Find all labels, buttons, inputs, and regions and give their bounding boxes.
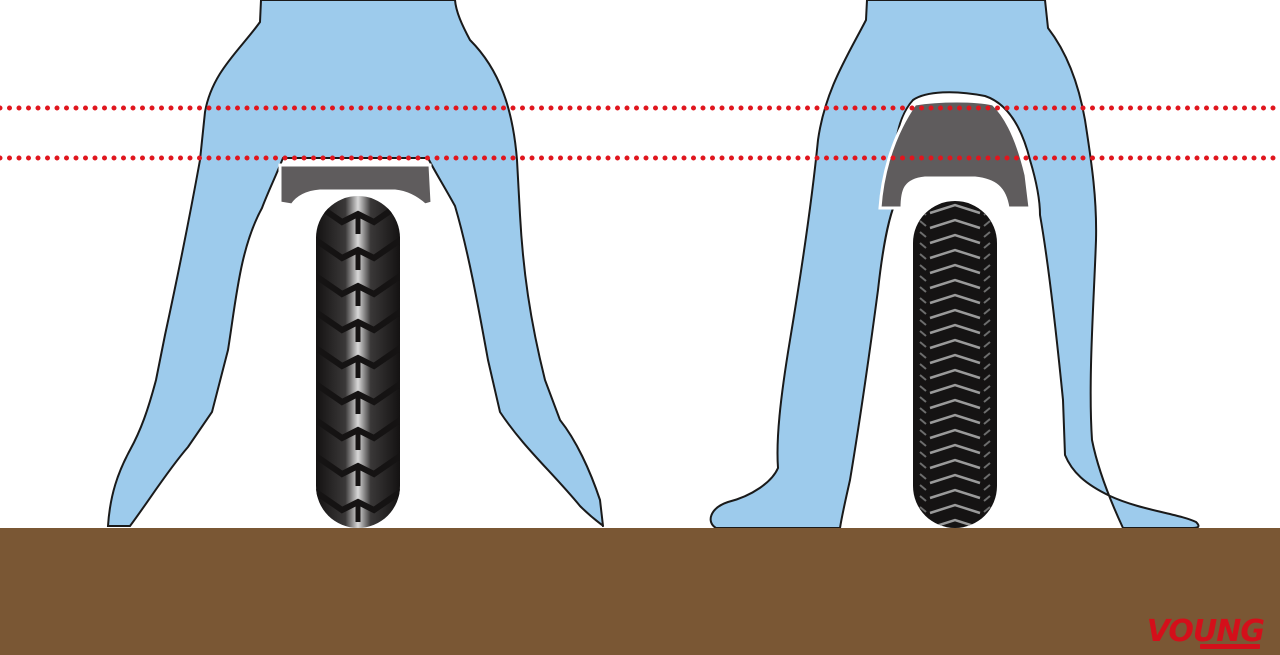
tread-sipe (919, 473, 927, 480)
tread-sipe (919, 297, 927, 304)
tread-chevron (929, 353, 981, 365)
tread-sipe (919, 407, 927, 414)
tread-sipe (983, 220, 991, 227)
tread-sipe (983, 275, 991, 282)
tread-sipe (919, 451, 927, 458)
tread-sipe (983, 319, 991, 326)
tread-sipe (919, 308, 927, 315)
tread-chevron (929, 278, 981, 290)
tread-sipe (983, 495, 991, 502)
tread-sipe (983, 352, 991, 359)
tread-sipe (919, 341, 927, 348)
tread-sipe (983, 330, 991, 337)
tread-sipe (919, 462, 927, 469)
tread-sipe (919, 231, 927, 238)
tread-sipe (983, 297, 991, 304)
tread-sipe (983, 209, 991, 216)
tread-sipe (919, 319, 927, 326)
tread-sipe (983, 341, 991, 348)
tread-chevron (929, 203, 981, 215)
left-tire-tread (316, 197, 400, 528)
tread-sipe (983, 473, 991, 480)
tread-sipe (983, 385, 991, 392)
tread-sipe (919, 286, 927, 293)
tread-sipe (919, 264, 927, 271)
tread-sipe (919, 484, 927, 491)
right-tire-tread (919, 203, 991, 528)
right-seat (878, 99, 1032, 210)
tread-chevron (929, 308, 981, 320)
young-machine-logo: VOUNG (1146, 614, 1265, 649)
tread-sipe (983, 242, 991, 249)
tread-chevron (929, 413, 981, 425)
tread-sipe (983, 374, 991, 381)
tread-sipe (983, 462, 991, 469)
tread-sipe (983, 396, 991, 403)
right-rider-legs (709, 0, 1200, 529)
tread-sipe (983, 308, 991, 315)
tread-sipe (983, 231, 991, 238)
left-rider-legs (106, 0, 605, 528)
tread-sipe (919, 220, 927, 227)
tread-sipe (983, 517, 991, 524)
tread-chevron (929, 263, 981, 275)
tread-sipe (919, 506, 927, 513)
tread-sipe (919, 418, 927, 425)
right-tire-body (913, 201, 997, 528)
tread-sipe (919, 352, 927, 359)
tread-sipe (919, 374, 927, 381)
tread-chevron (929, 338, 981, 350)
tread-sipe (983, 440, 991, 447)
tread-sipe (919, 209, 927, 216)
tread-sipe (919, 363, 927, 370)
tread-chevron (929, 383, 981, 395)
tread-sipe (919, 253, 927, 260)
right-tire (913, 201, 997, 528)
right-rider (709, 0, 1200, 529)
tread-sipe (919, 330, 927, 337)
left-tire (316, 196, 400, 528)
left-rider (106, 0, 605, 528)
tread-sipe (983, 418, 991, 425)
tread-sipe (983, 286, 991, 293)
tread-chevron (929, 248, 981, 260)
logo-underline (1200, 644, 1260, 649)
tread-sipe (983, 451, 991, 458)
tread-sipe (919, 495, 927, 502)
tread-sipe (983, 506, 991, 513)
left-seat (278, 163, 434, 207)
tread-chevron (929, 398, 981, 410)
tread-sipe (919, 396, 927, 403)
tread-chevron (929, 233, 981, 245)
ground (0, 528, 1280, 655)
tread-sipe (919, 440, 927, 447)
tread-chevron (929, 218, 981, 230)
tread-chevron (929, 323, 981, 335)
tread-sipe (983, 407, 991, 414)
tread-sipe (919, 275, 927, 282)
tread-sipe (983, 253, 991, 260)
tread-sipe (919, 242, 927, 249)
tread-chevron (929, 443, 981, 455)
tread-chevron (929, 488, 981, 500)
tread-sipe (919, 517, 927, 524)
tread-sipe (919, 429, 927, 436)
tread-chevron (929, 428, 981, 440)
tread-chevron (929, 458, 981, 470)
tread-chevron (929, 503, 981, 515)
tread-sipe (983, 264, 991, 271)
tread-sipe (983, 484, 991, 491)
tread-chevron (929, 473, 981, 485)
tread-sipe (983, 429, 991, 436)
tread-chevron (929, 368, 981, 380)
tread-sipe (983, 363, 991, 370)
tread-chevron (929, 293, 981, 305)
tread-sipe (919, 385, 927, 392)
